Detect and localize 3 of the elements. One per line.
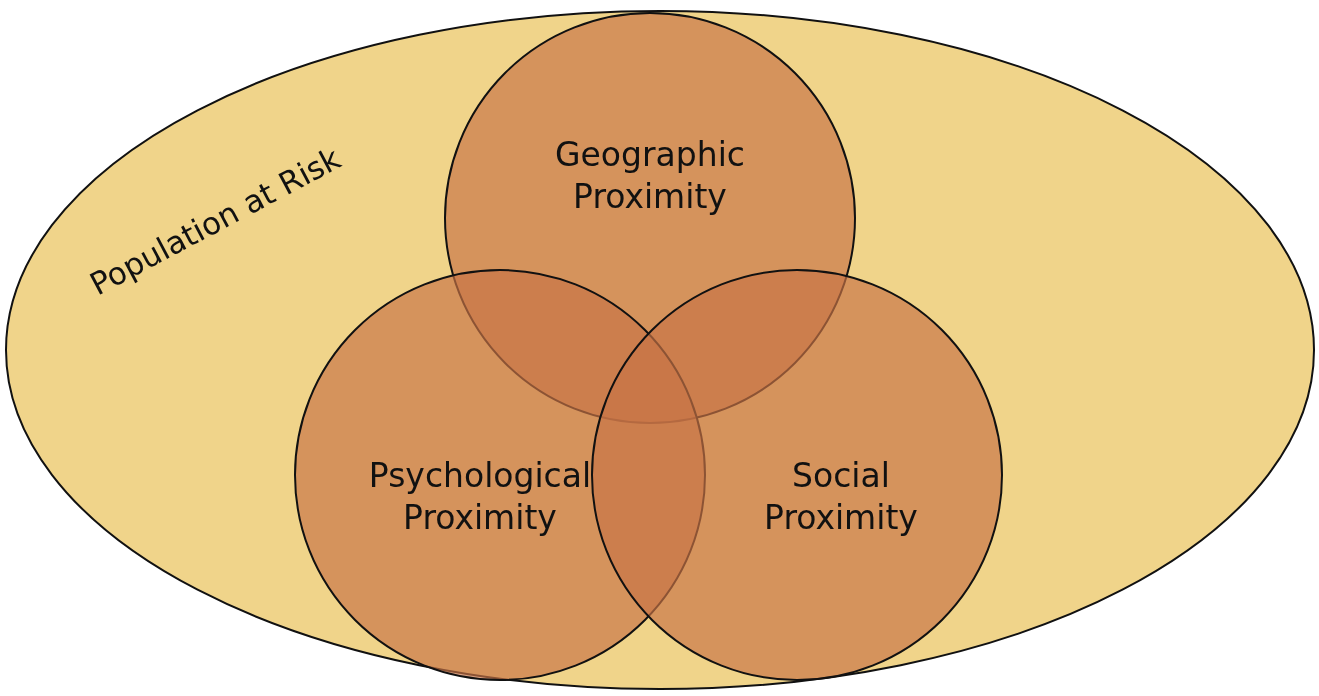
- circle-label: Geographic Proximity: [554, 134, 746, 218]
- circle-label: Social Proximity: [763, 455, 919, 539]
- circle-label: Psychological Proximity: [367, 455, 593, 539]
